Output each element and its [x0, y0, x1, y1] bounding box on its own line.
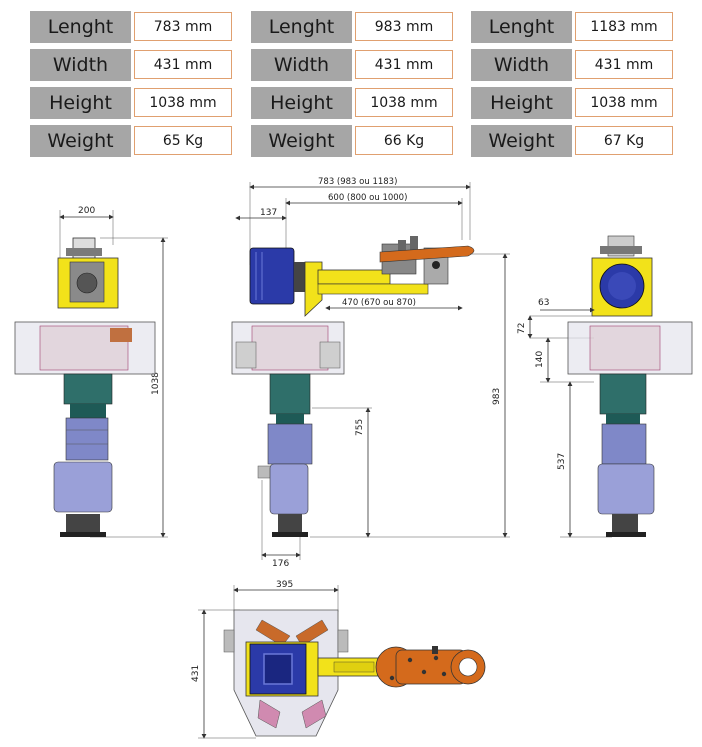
spec-row-length: Lenght 783 mm [30, 8, 238, 46]
spec-value: 431 mm [134, 50, 232, 79]
spec-value: 1038 mm [575, 88, 673, 117]
spec-tables: Lenght 783 mm Width 431 mm Height 1038 m… [0, 8, 702, 160]
spec-row-height: Height 1038 mm [30, 84, 238, 122]
spec-value: 1038 mm [134, 88, 232, 117]
dim-rear-offset: 63 [538, 298, 549, 308]
spec-value: 66 Kg [355, 126, 453, 155]
spec-value: 431 mm [355, 50, 453, 79]
spec-label: Weight [471, 125, 572, 157]
spec-label: Width [471, 49, 572, 81]
spec-value: 1183 mm [575, 12, 673, 41]
dim-top-depth: 431 [191, 665, 201, 682]
spec-value: 983 mm [355, 12, 453, 41]
spec-table-1: Lenght 783 mm Width 431 mm Height 1038 m… [30, 8, 238, 160]
spec-label: Weight [251, 125, 352, 157]
front-view: 200 1038 [14, 206, 168, 538]
spec-row-width: Width 431 mm [471, 46, 679, 84]
spec-row-length: Lenght 1183 mm [471, 8, 679, 46]
side-view: 783 (983 ou 1183) 137 600 (800 ou 1000) … [231, 177, 510, 569]
dim-side-reach: 470 (670 ou 870) [342, 298, 416, 308]
dim-side-foot: 176 [272, 559, 289, 569]
spec-label: Lenght [471, 11, 572, 43]
spec-label: Lenght [251, 11, 352, 43]
spec-label: Lenght [30, 11, 131, 43]
dim-side-total-height: 983 [492, 388, 502, 405]
spec-row-width: Width 431 mm [251, 46, 459, 84]
spec-label: Height [251, 87, 352, 119]
dim-rear-plate: 72 [517, 323, 527, 334]
dim-top-width: 395 [276, 580, 293, 590]
spec-value: 431 mm [575, 50, 673, 79]
spec-label: Width [251, 49, 352, 81]
dim-side-arm: 600 (800 ou 1000) [328, 193, 407, 203]
spec-label: Height [30, 87, 131, 119]
spec-row-width: Width 431 mm [30, 46, 238, 84]
spec-value: 1038 mm [355, 88, 453, 117]
dim-rear-lower: 537 [557, 453, 567, 470]
spec-row-height: Height 1038 mm [471, 84, 679, 122]
spec-value: 65 Kg [134, 126, 232, 155]
dim-front-height: 1038 [151, 372, 161, 395]
rear-view: 63 72 140 537 [517, 235, 693, 538]
spec-label: Weight [30, 125, 131, 157]
spec-value: 67 Kg [575, 126, 673, 155]
spec-label: Height [471, 87, 572, 119]
spec-label: Width [30, 49, 131, 81]
dim-side-offset: 137 [260, 208, 277, 218]
dim-side-overall: 783 (983 ou 1183) [318, 177, 397, 187]
spec-row-weight: Weight 67 Kg [471, 122, 679, 160]
top-view: 395 431 [191, 580, 486, 739]
spec-row-height: Height 1038 mm [251, 84, 459, 122]
spec-row-length: Lenght 983 mm [251, 8, 459, 46]
spec-table-2: Lenght 983 mm Width 431 mm Height 1038 m… [251, 8, 459, 160]
spec-table-3: Lenght 1183 mm Width 431 mm Height 1038 … [471, 8, 679, 160]
dim-front-width: 200 [78, 206, 95, 216]
dim-side-base-height: 755 [355, 419, 365, 436]
dim-rear-block: 140 [535, 351, 545, 368]
spec-row-weight: Weight 66 Kg [251, 122, 459, 160]
spec-value: 783 mm [134, 12, 232, 41]
spec-row-weight: Weight 65 Kg [30, 122, 238, 160]
